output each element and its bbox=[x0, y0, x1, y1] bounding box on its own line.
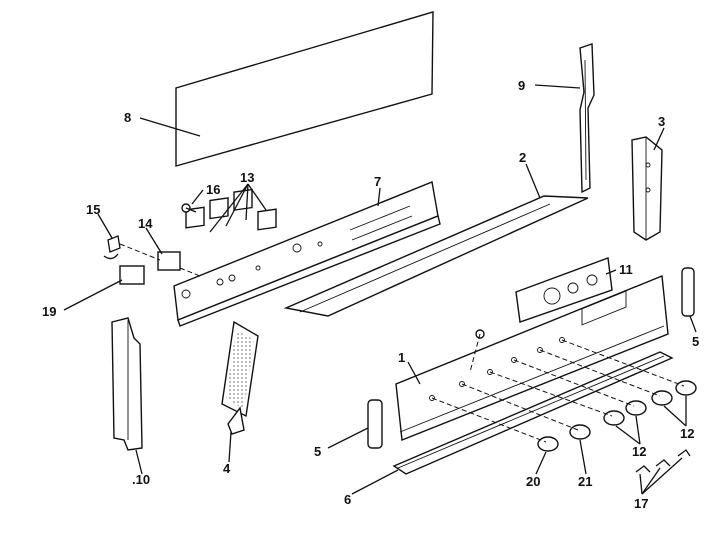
part-knobs bbox=[537, 380, 697, 452]
callout-16: 16 bbox=[206, 182, 220, 197]
part-2-trim-strip bbox=[283, 195, 589, 317]
part-13-switches bbox=[185, 188, 277, 231]
callout-21: 21 bbox=[578, 474, 592, 489]
part-4-vent-panel bbox=[221, 320, 259, 435]
part-11-indicator-housing bbox=[515, 257, 613, 323]
callout-5-left: 5 bbox=[314, 444, 321, 459]
callout-12-right: 12 bbox=[680, 426, 694, 441]
callout-4: 4 bbox=[223, 461, 231, 476]
callout-6: 6 bbox=[344, 492, 351, 507]
callout-19: 19 bbox=[42, 304, 56, 319]
part-10-bracket bbox=[111, 317, 143, 451]
callout-2: 2 bbox=[519, 150, 526, 165]
part-15-clip bbox=[103, 235, 121, 260]
callout-12-left: 12 bbox=[632, 444, 646, 459]
callout-3: 3 bbox=[658, 114, 665, 129]
part-5-spacer-left bbox=[367, 399, 383, 449]
part-14-block bbox=[157, 251, 181, 271]
part-7-backguard bbox=[173, 181, 441, 327]
callout-1: 1 bbox=[398, 350, 405, 365]
part-6-lower-trim bbox=[392, 351, 674, 475]
part-17-clips bbox=[635, 449, 691, 473]
callout-14: 14 bbox=[138, 216, 153, 231]
part-16-screw bbox=[181, 203, 197, 213]
leader-lines bbox=[63, 84, 697, 495]
part-9-bracket bbox=[579, 43, 595, 194]
callout-11: 11 bbox=[619, 262, 633, 277]
callout-20: 20 bbox=[526, 474, 540, 489]
part-8-glass-panel bbox=[175, 11, 434, 167]
knob-alignment-lines bbox=[431, 333, 685, 443]
callout-10: .10 bbox=[132, 472, 150, 487]
callout-17: 17 bbox=[634, 496, 648, 511]
callout-labels: 8 9 3 2 7 13 16 15 14 19 11 5 1 5 4 .10 … bbox=[42, 78, 699, 511]
callout-9: 9 bbox=[518, 78, 525, 93]
callout-8: 8 bbox=[124, 110, 131, 125]
part-3-end-cap bbox=[631, 136, 663, 241]
callout-5-right: 5 bbox=[692, 334, 699, 349]
callout-15: 15 bbox=[86, 202, 100, 217]
part-5-spacer-right bbox=[681, 267, 695, 317]
callout-7: 7 bbox=[374, 174, 381, 189]
callout-13: 13 bbox=[240, 170, 254, 185]
part-1-control-panel bbox=[395, 275, 669, 441]
part-19-block bbox=[119, 265, 145, 285]
